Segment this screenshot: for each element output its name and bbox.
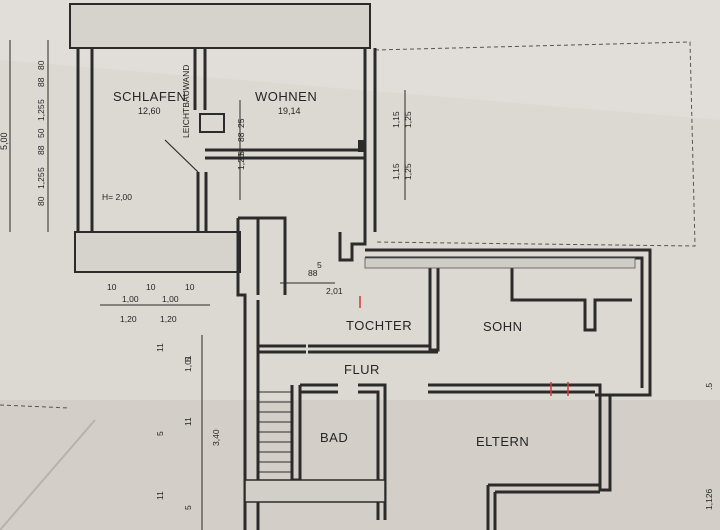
dim-vlow-label: 3,40	[211, 429, 221, 446]
dim-mid-chain: 25 88 51,20	[236, 118, 246, 170]
dim-stair-label: 2,01	[326, 286, 343, 296]
dim-stair: 885 2,01	[308, 260, 343, 296]
dimension-lines	[9, 40, 406, 530]
paper-fold-line	[0, 419, 96, 530]
dim-btop-label: 10	[146, 282, 156, 292]
dim-vlow-label: 5	[155, 431, 165, 436]
dim-mid-label: 5	[236, 151, 246, 156]
room-tochter-name: TOCHTER	[346, 318, 412, 333]
dim-vlow-label: 1,01	[183, 355, 193, 372]
dim-stair-label: 88	[308, 268, 318, 278]
staircase-lines	[257, 391, 293, 481]
room-flur-name: FLUR	[344, 362, 380, 377]
dim-right-label: 1,15	[391, 163, 401, 180]
dim-stair-label: 5	[317, 260, 322, 270]
dim-vlow-label: 11	[183, 417, 193, 426]
dim-right-label: 1,25	[403, 111, 413, 128]
wall-note: LEICHTBAUWAND	[181, 65, 191, 138]
dim-left-label: 5	[36, 99, 46, 104]
room-sohn-name: SOHN	[483, 319, 523, 334]
room-wohnen-area: 19,14	[278, 106, 301, 116]
terrace-dashed-outline	[374, 41, 696, 247]
dim-left-label: 80	[36, 196, 46, 206]
dim-vlow-label: 11	[155, 491, 165, 500]
balcony-hatch	[74, 231, 241, 273]
dim-left-label: 1,25	[36, 104, 46, 121]
dim-btop-label: 10	[107, 282, 117, 292]
column-marker	[358, 140, 365, 152]
dim-left-label: 50	[36, 128, 46, 138]
dim-left-label: 5	[36, 167, 46, 172]
room-wohnen-name: WOHNEN	[255, 89, 317, 104]
dim-bottom-bottom: 1,00 1,00 1,20 1,20	[120, 294, 179, 324]
room-schlafen-name: SCHLAFEN	[113, 89, 186, 104]
dim-btop-label: 10	[185, 282, 195, 292]
dim-right-label: 1,25	[403, 163, 413, 180]
room-bad-name: BAD	[320, 430, 348, 445]
dim-right-edge: 1,126 .5	[704, 383, 714, 510]
dim-bottom-top: 10 10 10	[107, 282, 195, 292]
lower-walls	[236, 216, 652, 530]
dim-bbot-label: 1,20	[160, 314, 177, 324]
dim-left-label: 88	[36, 77, 46, 87]
dim-redge-label: .5	[704, 383, 714, 390]
dim-left-label: 88	[36, 145, 46, 155]
dim-mid-label: 25	[236, 118, 246, 128]
upper-walls	[76, 48, 377, 232]
paper-lower-shade	[0, 400, 720, 530]
dim-bbot-label: 1,20	[120, 314, 137, 324]
height-note: H= 2,00	[102, 192, 132, 202]
dim-vlow-label: 11	[155, 343, 165, 352]
stair-connector	[338, 232, 367, 262]
dim-left-label: 1,25	[36, 172, 46, 189]
dim-vlow-label: 5	[183, 505, 193, 510]
leichtbauwand-diagonal	[164, 139, 199, 173]
right-hatch-strip	[364, 257, 636, 269]
dim-bbot-label: 1,00	[122, 294, 139, 304]
dim-vlow-label: 5	[183, 357, 193, 362]
dim-left-total: 5,00	[0, 132, 9, 150]
dim-right-label: 1,15	[391, 111, 401, 128]
dim-redge-label: 1,126	[704, 488, 714, 510]
dim-mid-label: 88	[236, 132, 246, 142]
red-marks	[359, 296, 569, 396]
roof-hatch-top	[69, 3, 371, 49]
left-dashed-outline	[0, 404, 71, 409]
lower-hatch-strip	[244, 479, 386, 503]
dim-bbot-label: 1,00	[162, 294, 179, 304]
dim-mid-label: 1,20	[236, 153, 246, 170]
chimney-box	[199, 113, 225, 133]
room-eltern-name: ELTERN	[476, 434, 529, 449]
room-schlafen-area: 12,60	[138, 106, 161, 116]
dim-left-label: 80	[36, 60, 46, 70]
